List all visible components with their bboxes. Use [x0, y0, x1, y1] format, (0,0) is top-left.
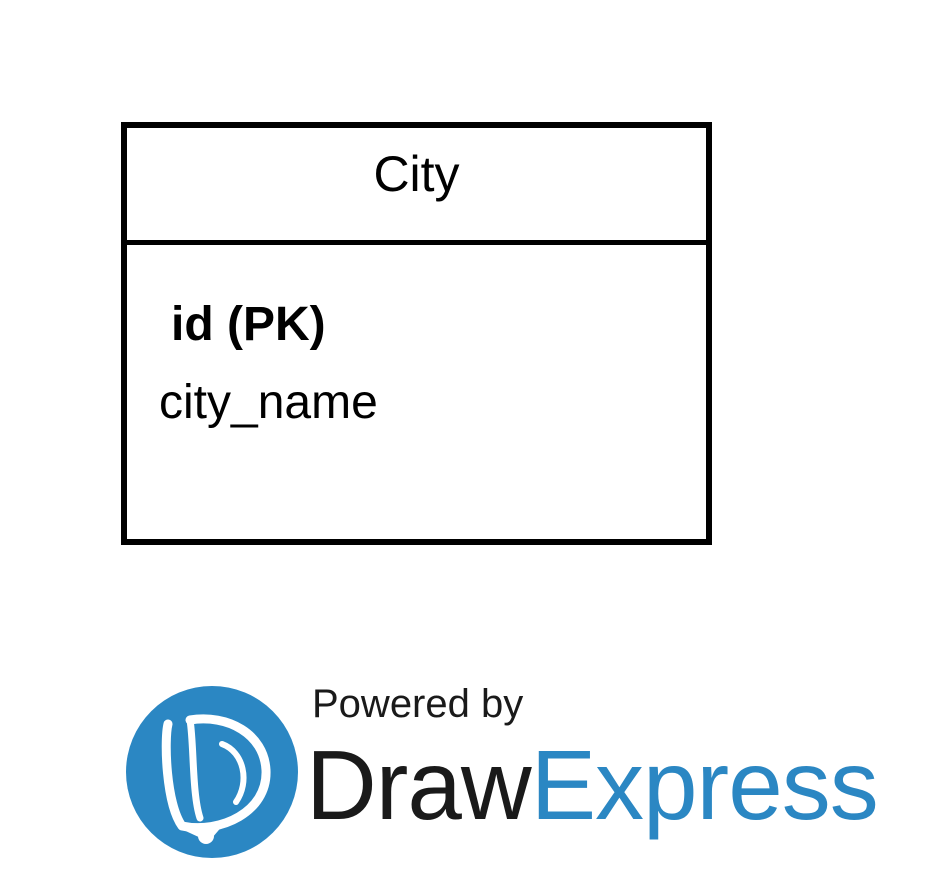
brand-express: Express [530, 730, 879, 840]
brand-wordmark: DrawExpress [306, 736, 879, 834]
powered-by-label: Powered by [312, 682, 524, 726]
entity-header: City [127, 128, 706, 245]
entity-title: City [373, 146, 460, 202]
drawexpress-logo: Powered by DrawExpress [124, 684, 946, 862]
brand-draw: Draw [306, 730, 532, 840]
attribute-id-pk: id (PK) [171, 298, 326, 351]
attribute-city-name: city_name [159, 376, 378, 429]
entity-city[interactable]: City id (PK) city_name [121, 122, 712, 545]
drawexpress-logo-icon [126, 686, 298, 858]
